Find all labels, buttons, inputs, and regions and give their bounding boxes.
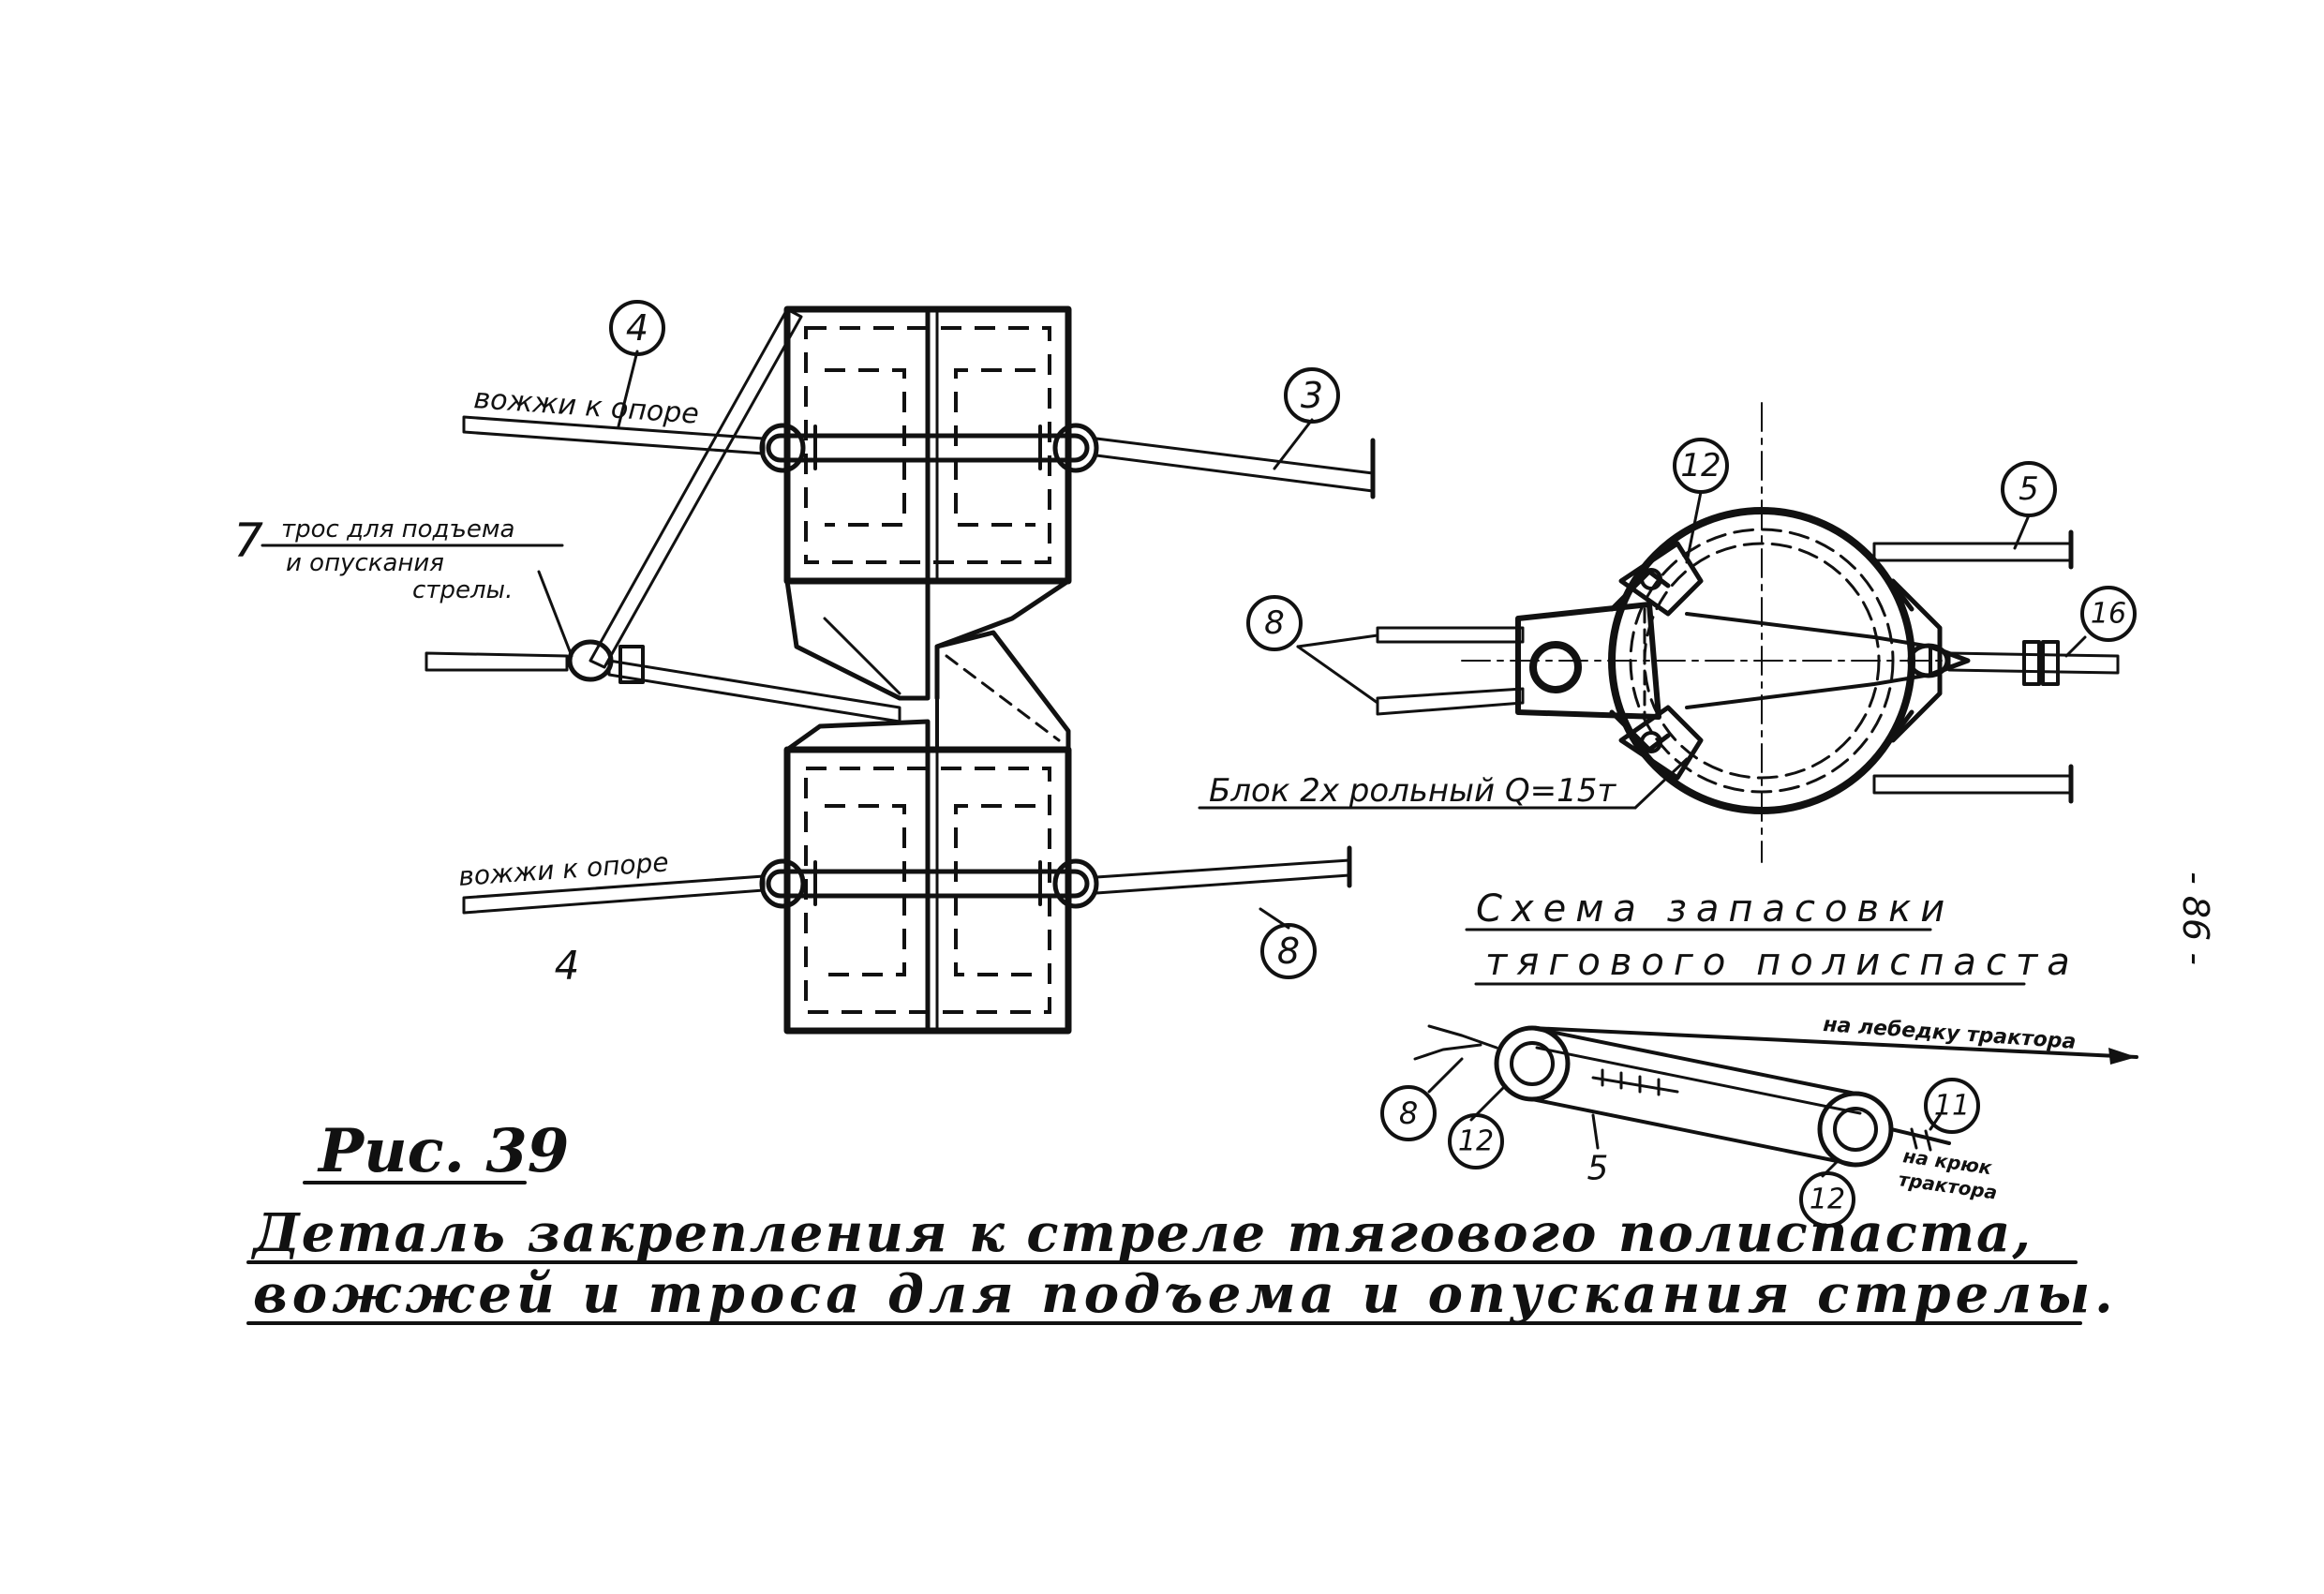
two-sheave-block bbox=[1461, 402, 1971, 863]
callout-circle-5-block bbox=[2001, 461, 2057, 517]
callout-circle-12-block bbox=[1673, 438, 1729, 494]
callout-12-block: 12 bbox=[1680, 447, 1721, 484]
boom-hinge-joint bbox=[784, 578, 1071, 752]
figure-caption-line1: Деталь закрепления к стреле тягового пол… bbox=[250, 1202, 2033, 1264]
label-rope-line2: и опускания bbox=[286, 549, 444, 577]
callout-circle-12-scheme-left bbox=[1448, 1113, 1504, 1169]
callout-5-scheme: 5 bbox=[1587, 1150, 1609, 1188]
callout-5-block: 5 bbox=[2019, 470, 2039, 508]
callout-circle-16 bbox=[2080, 586, 2137, 642]
callout-circle-8-scheme bbox=[1380, 1085, 1437, 1141]
callout-8-block: 8 bbox=[1264, 604, 1285, 642]
page-number: - 86 - bbox=[2175, 871, 2216, 965]
callout-4-top: 4 bbox=[626, 307, 648, 349]
callout-4-bottom: 4 bbox=[555, 943, 580, 989]
label-rope-line3: стрелы. bbox=[412, 576, 513, 604]
callout-circle-11 bbox=[1924, 1078, 1980, 1134]
reeving-scheme bbox=[1413, 1024, 2138, 1178]
diagonal-rope-to-top bbox=[588, 307, 803, 669]
callout-circle-4-top bbox=[609, 300, 665, 356]
callout-12-scheme-right: 12 bbox=[1810, 1184, 1845, 1216]
rope-8-bottom bbox=[1095, 845, 1352, 895]
scheme-title-line1: Схема запасовки bbox=[1476, 887, 1954, 931]
block-ropes bbox=[1376, 529, 2120, 804]
guy-rope-top bbox=[462, 415, 766, 455]
figure-caption-line2: вожжей и троса для подъема и опускания с… bbox=[253, 1263, 2118, 1325]
block-leader-lines bbox=[1198, 490, 2087, 810]
upper-clamp-bolt bbox=[759, 423, 1099, 473]
callout-12-scheme-left: 12 bbox=[1458, 1125, 1494, 1158]
boom-lower-box bbox=[783, 746, 1072, 1035]
label-guys-top: вожжи к опоре bbox=[472, 382, 699, 431]
boom-upper-box bbox=[783, 305, 1072, 585]
guy-rope-bottom bbox=[462, 874, 766, 915]
label-block-caption: Блок 2х рольный Q=15т bbox=[1209, 772, 1616, 810]
callout-7: 7 bbox=[233, 514, 263, 568]
scheme-title-line2: тягового полиспаста bbox=[1485, 941, 2079, 984]
callout-circle-8-lower bbox=[1260, 923, 1317, 979]
lift-rope-7 bbox=[425, 639, 901, 723]
figure-number: Рис. 39 bbox=[317, 1116, 569, 1186]
callout-circle-8-block bbox=[1246, 595, 1303, 651]
callout-16: 16 bbox=[2091, 598, 2126, 631]
callout-circle-12-scheme-right bbox=[1799, 1171, 1855, 1228]
callout-11: 11 bbox=[1934, 1090, 1970, 1123]
callout-3: 3 bbox=[1301, 375, 1323, 416]
callout-circle-3 bbox=[1284, 367, 1340, 424]
tackle-rope-3 bbox=[1095, 437, 1376, 499]
callout-8-lower: 8 bbox=[1277, 931, 1300, 972]
callout-8-scheme: 8 bbox=[1399, 1095, 1418, 1131]
label-rope-line1: трос для подъема bbox=[281, 515, 514, 544]
